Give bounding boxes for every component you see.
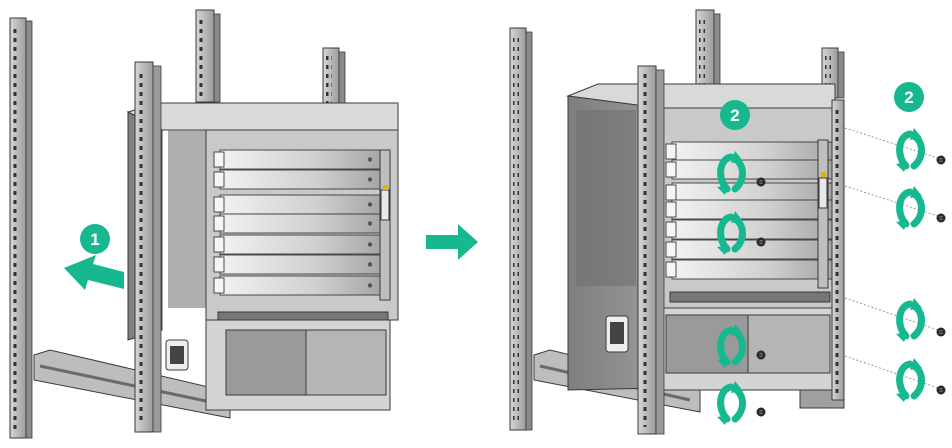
step-one-number: 1 <box>90 230 99 249</box>
rack-post-front-left-2 <box>637 65 665 435</box>
step-one-badge: 1 <box>80 224 110 254</box>
rack-post-back-center <box>195 9 221 103</box>
screw-icon <box>936 155 946 395</box>
grounding-bracket-2 <box>605 315 629 353</box>
callout-leader-lines <box>844 127 939 389</box>
rack-post-back-center-2 <box>695 9 721 93</box>
rack-post-front-right-2 <box>831 99 845 401</box>
rack-post-back-left <box>9 17 33 439</box>
step-two-callout-badge: 2 <box>894 82 924 112</box>
rotate-clockwise-icon <box>896 128 922 402</box>
right-scene-step-two: 2 2 <box>509 9 946 435</box>
device-chassis-installed <box>566 83 836 391</box>
rack-post-back-right <box>322 47 346 109</box>
step-two-callout-number: 2 <box>904 88 913 107</box>
step-two-badge: 2 <box>720 100 750 130</box>
grounding-bracket <box>165 339 189 371</box>
rack-post-front-left <box>134 61 162 433</box>
arrow-left-icon <box>64 255 124 290</box>
rack-post-back-left-2 <box>509 27 533 431</box>
arrow-right-icon <box>426 224 478 260</box>
left-scene-step-one: 1 <box>9 9 399 439</box>
step-two-number: 2 <box>730 106 739 125</box>
